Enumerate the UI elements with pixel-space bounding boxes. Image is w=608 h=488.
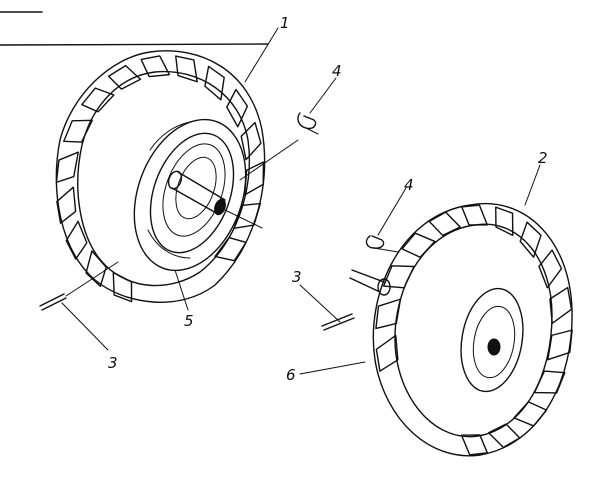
- callout-1: 1: [280, 14, 290, 32]
- tread-lug: [233, 202, 262, 230]
- tread-lug: [513, 401, 548, 427]
- callout-3-left: 3: [108, 354, 118, 372]
- callout-4-left: 4: [332, 62, 342, 80]
- tread-lug: [461, 204, 488, 226]
- tread-lug: [487, 423, 521, 449]
- tire-right: [372, 202, 573, 457]
- tread-lug: [85, 250, 107, 287]
- clevis-pin-right: [321, 313, 355, 331]
- tread-lug: [375, 334, 399, 372]
- callout-2: 2: [538, 149, 548, 167]
- tread-lug: [428, 211, 461, 237]
- tire-left: [55, 50, 266, 303]
- hairpin-clip-left: [239, 112, 319, 181]
- tread-lug: [112, 271, 133, 303]
- callout-4-right: 4: [404, 176, 414, 194]
- clevis-pin-left: [39, 261, 119, 311]
- tread-lug: [382, 265, 415, 289]
- header-rules: [0, 11, 269, 46]
- tread-lug: [107, 64, 142, 90]
- tread-lug: [226, 88, 249, 128]
- tread-lug: [533, 370, 566, 394]
- callout-3-right: 3: [292, 268, 302, 286]
- tread-lug: [375, 298, 402, 330]
- callout-5: 5: [184, 312, 194, 330]
- tread-lug: [65, 220, 88, 260]
- tread-lug: [240, 121, 262, 161]
- tread-lug: [81, 87, 115, 113]
- rim-right: [460, 287, 524, 393]
- tread-lug: [63, 119, 93, 143]
- tread-lug: [549, 286, 573, 325]
- tread-lug: [204, 65, 225, 101]
- axle-right: [349, 269, 391, 296]
- tread-lug: [56, 186, 77, 224]
- tread-lug: [460, 434, 489, 456]
- hairpin-clip-right: [365, 235, 399, 253]
- leader-lines: [61, 27, 541, 375]
- tread-lug: [214, 236, 247, 262]
- tread-lug: [495, 206, 514, 237]
- tread-lug: [244, 161, 265, 196]
- tread-lug: [140, 55, 171, 78]
- tread-lug: [538, 249, 563, 289]
- tread-lug: [55, 151, 79, 184]
- tread-lug: [547, 329, 573, 361]
- tread-lug: [175, 55, 198, 83]
- axle-left: [167, 170, 263, 229]
- tread-lug: [401, 232, 436, 258]
- callout-labels: 1 2 3 3 4 4 5 6: [108, 14, 548, 384]
- callout-6: 6: [286, 366, 296, 384]
- rim-left: [133, 118, 247, 272]
- tread-lug: [519, 221, 542, 258]
